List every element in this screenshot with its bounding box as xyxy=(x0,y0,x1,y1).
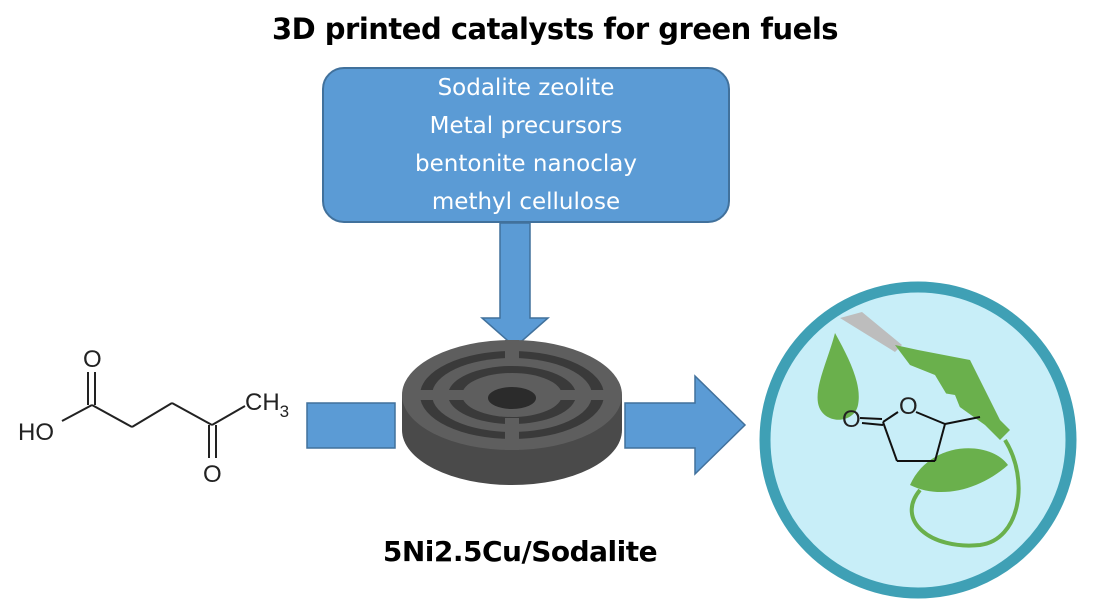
fuel-nozzle-icon xyxy=(895,345,1010,440)
output-arrow xyxy=(624,374,747,476)
ingredient-item: bentonite nanoclay xyxy=(415,151,637,177)
oxygen-label: O xyxy=(203,461,222,488)
gvl-structure xyxy=(859,411,981,462)
methyl-label: CH3 xyxy=(245,389,289,421)
green-fuel-icon: O O xyxy=(759,281,1077,599)
catalyst-disc-image xyxy=(402,340,622,485)
ingredient-item: methyl cellulose xyxy=(431,189,621,215)
catalyst-label: 5Ni2.5Cu/Sodalite xyxy=(382,535,658,568)
ingredient-item: Metal precursors xyxy=(429,113,623,139)
droplet-icon xyxy=(817,333,859,420)
page-title: 3D printed catalysts for green fuels xyxy=(271,12,839,46)
hose xyxy=(909,438,1021,548)
ingredient-item: Sodalite zeolite xyxy=(437,75,615,101)
ingredients-box: Sodalite zeolite Metal precursors benton… xyxy=(322,67,730,223)
input-arrow xyxy=(306,402,396,449)
down-arrow xyxy=(480,222,550,348)
oxygen-label: O xyxy=(83,346,102,373)
carbonyl-oxygen-label: O xyxy=(842,406,861,433)
hydroxyl-label: HO xyxy=(18,419,54,446)
ring-oxygen-label: O xyxy=(899,393,918,420)
levulinic-acid-structure xyxy=(61,372,246,458)
